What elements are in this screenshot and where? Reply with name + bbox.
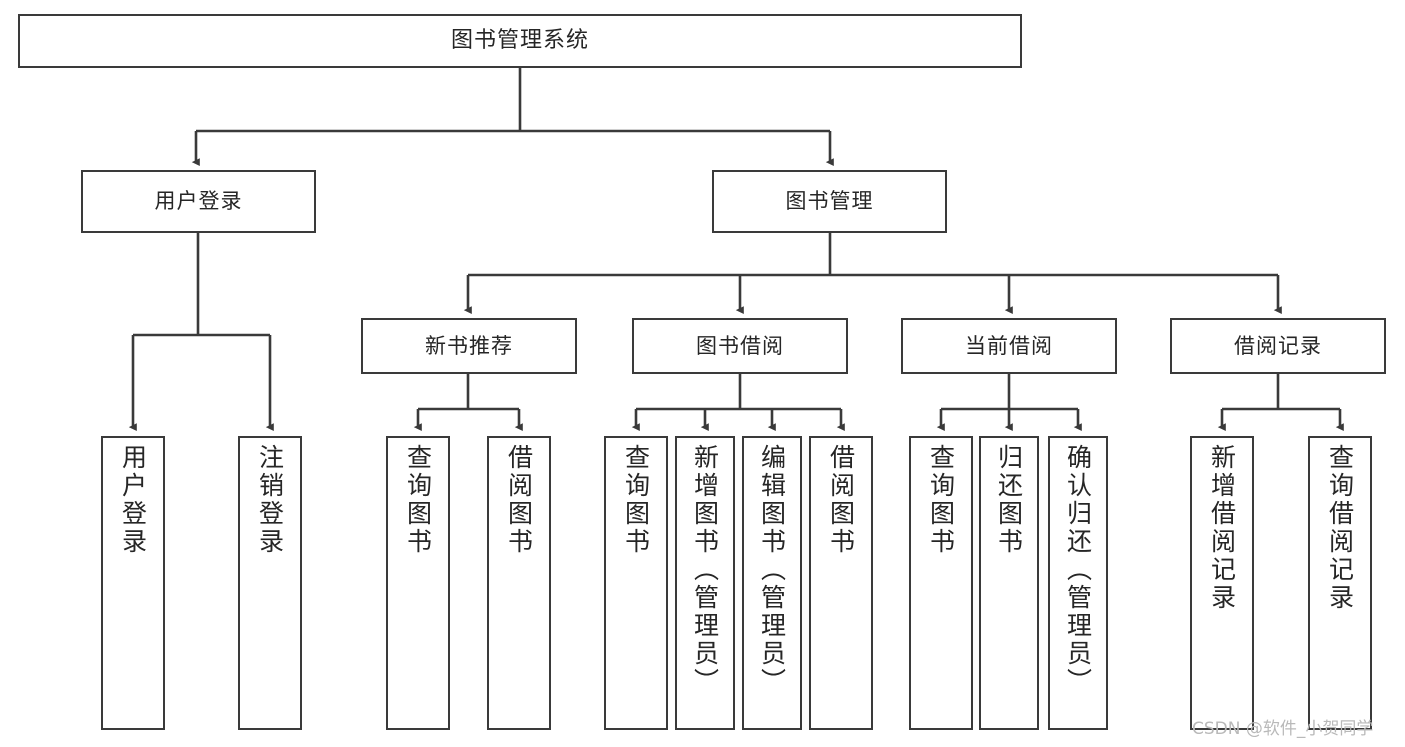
node-leaf-query-book-current[interactable]: 查询图书 [909,436,973,730]
node-leaf-query-book-recommend[interactable]: 查询图书 [386,436,450,730]
node-leaf-return-book[interactable]: 归还图书 [979,436,1039,730]
node-label: 图书借阅 [696,333,784,358]
node-label: 当前借阅 [965,333,1053,358]
node-label: 查询图书 [403,444,433,556]
node-user-login[interactable]: 用户登录 [81,170,316,233]
node-label: 归还图书 [994,444,1024,556]
node-label: 借阅记录 [1234,333,1322,358]
node-leaf-edit-book[interactable]: 编辑图书（管理员） [742,436,802,730]
node-label: 确认归还（管理员） [1063,444,1093,696]
node-label: 查询图书 [621,444,651,556]
node-borrow-record[interactable]: 借阅记录 [1170,318,1386,374]
node-leaf-confirm-return[interactable]: 确认归还（管理员） [1048,436,1108,730]
node-label: 新增图书（管理员） [690,444,720,696]
node-leaf-query-borrow-record[interactable]: 查询借阅记录 [1308,436,1372,730]
node-label: 用户登录 [118,444,148,556]
node-leaf-add-borrow-record[interactable]: 新增借阅记录 [1190,436,1254,730]
node-new-book-recommend[interactable]: 新书推荐 [361,318,577,374]
node-leaf-logout-login[interactable]: 注销登录 [238,436,302,730]
node-label: 图书管理 [785,189,874,214]
node-label: 查询图书 [926,444,956,556]
node-label: 查询借阅记录 [1325,444,1355,612]
node-label: 新增借阅记录 [1207,444,1237,612]
node-root-book-management-system[interactable]: 图书管理系统 [18,14,1022,68]
node-label: 新书推荐 [425,333,513,358]
node-leaf-user-login[interactable]: 用户登录 [101,436,165,730]
node-book-borrow[interactable]: 图书借阅 [632,318,848,374]
node-label: 用户登录 [154,189,243,214]
node-label: 注销登录 [255,444,285,556]
node-leaf-query-book-borrow[interactable]: 查询图书 [604,436,668,730]
node-label: 借阅图书 [826,444,856,556]
csdn-watermark: CSDN @软件_小贺同学 [1192,719,1374,739]
node-label: 编辑图书（管理员） [757,444,787,696]
node-current-borrow[interactable]: 当前借阅 [901,318,1117,374]
node-book-management[interactable]: 图书管理 [712,170,947,233]
node-leaf-borrow-book-recommend[interactable]: 借阅图书 [487,436,551,730]
node-leaf-borrow-book[interactable]: 借阅图书 [809,436,873,730]
node-leaf-add-book[interactable]: 新增图书（管理员） [675,436,735,730]
node-label: 图书管理系统 [450,28,589,54]
node-label: 借阅图书 [504,444,534,556]
